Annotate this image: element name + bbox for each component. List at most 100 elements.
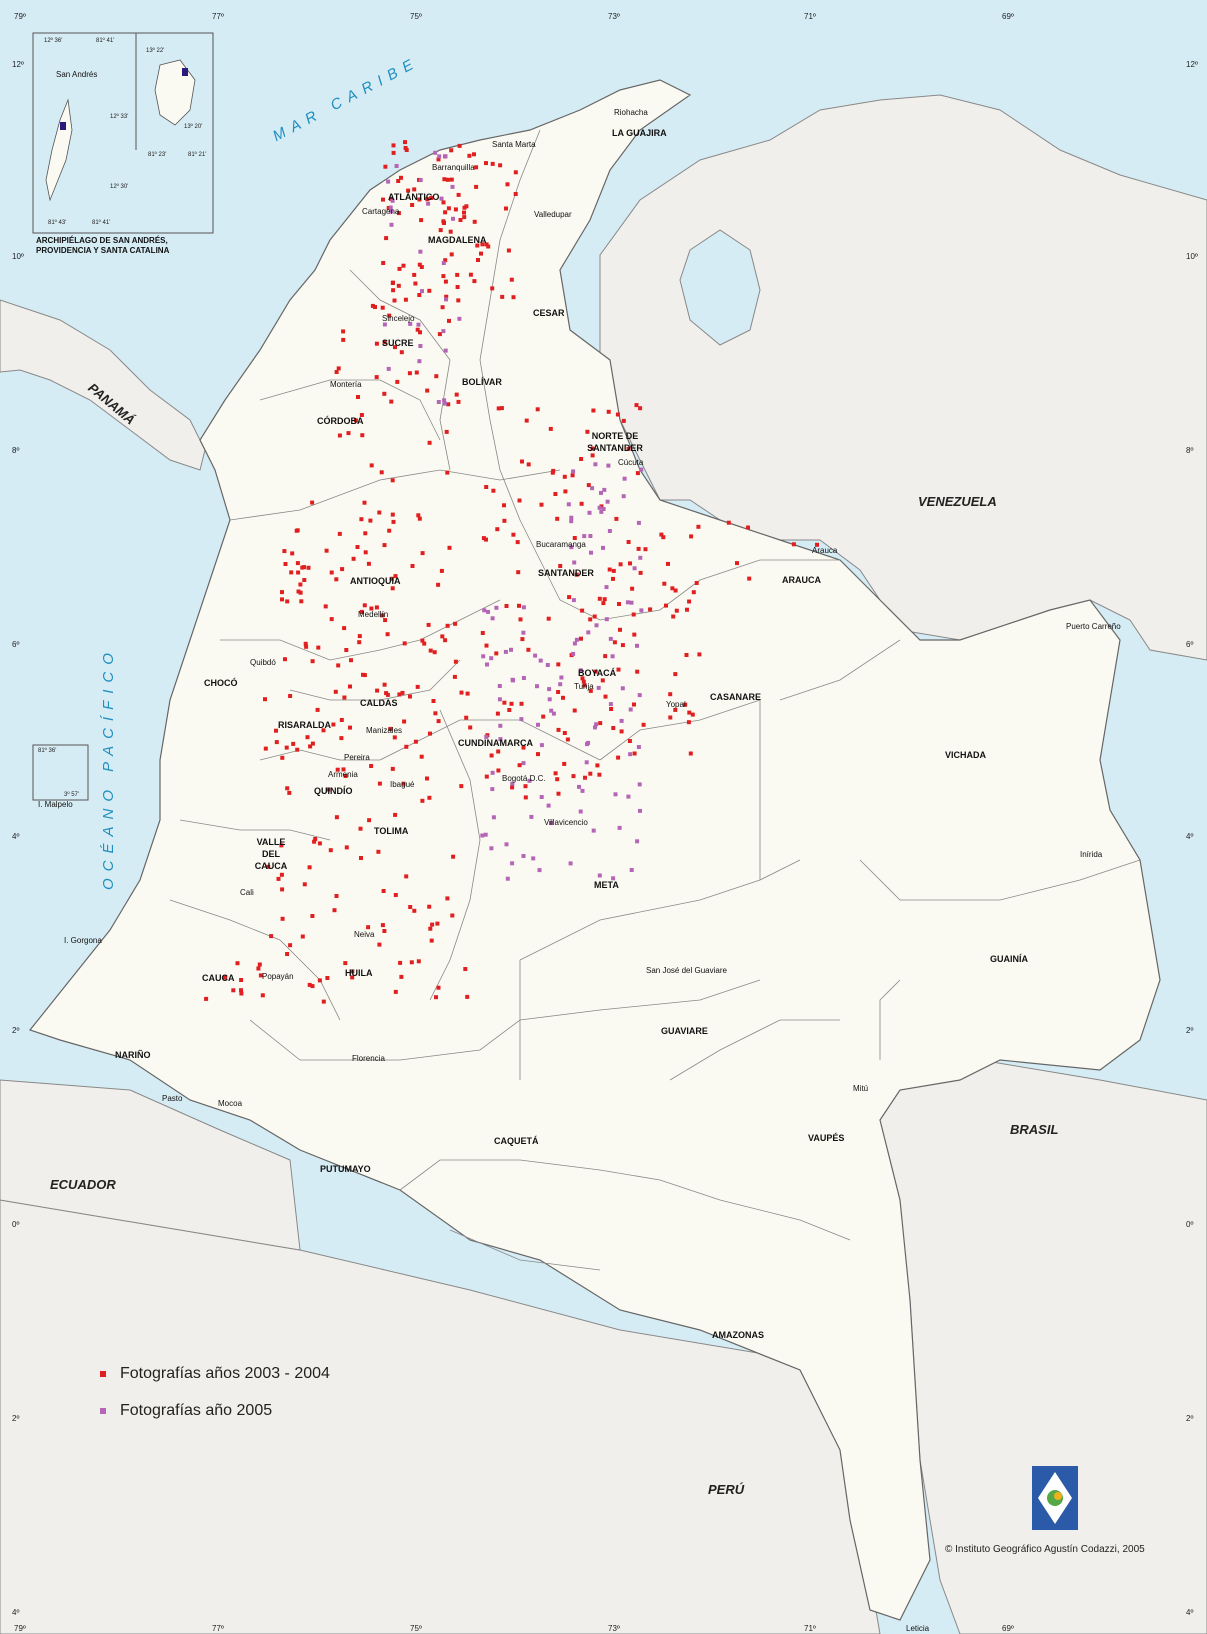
photo-dot-2003-2004 <box>444 294 449 299</box>
photo-dot-2005 <box>572 560 577 565</box>
photo-dot-2003-2004 <box>462 210 466 215</box>
photo-dot-2003-2004 <box>556 727 561 732</box>
country-brasil: BRASIL <box>1010 1122 1059 1137</box>
photo-dot-2005 <box>589 550 593 555</box>
photo-dot-2003-2004 <box>480 631 485 635</box>
photo-dot-2005 <box>572 641 577 646</box>
photo-dot-2003-2004 <box>612 640 617 645</box>
photo-dot-2003-2004 <box>412 272 417 277</box>
photo-dot-2003-2004 <box>239 978 244 982</box>
lat-tick: 12º <box>12 60 24 69</box>
inset-tick: 81º 23' <box>148 152 167 158</box>
city-label: Arauca <box>812 546 838 555</box>
photo-dot-2003-2004 <box>406 188 411 193</box>
photo-dot-2003-2004 <box>588 688 593 693</box>
providencia-island <box>154 59 196 126</box>
photo-dot-2003-2004 <box>302 578 307 582</box>
photo-dot-2005 <box>606 463 611 468</box>
photo-dot-2003-2004 <box>363 531 368 536</box>
photo-dot-2003-2004 <box>500 294 505 299</box>
photo-dot-2003-2004 <box>535 407 540 412</box>
photo-dot-2003-2004 <box>570 473 575 478</box>
photo-dot-2003-2004 <box>427 904 432 909</box>
photo-dot-2005 <box>450 184 455 189</box>
lat-tick: 12º <box>1186 60 1198 69</box>
photo-dot-2003-2004 <box>419 265 424 269</box>
photo-dot-2003-2004 <box>592 614 597 619</box>
photo-dot-2003-2004 <box>427 288 432 293</box>
photo-dot-2003-2004 <box>298 582 303 587</box>
photo-dot-2003-2004 <box>346 431 351 436</box>
lon-tick: 73º <box>608 1624 620 1633</box>
photo-dot-2003-2004 <box>388 726 393 731</box>
photo-dot-2003-2004 <box>366 561 371 566</box>
photo-dot-2003-2004 <box>425 776 429 781</box>
photo-dot-2005 <box>626 794 631 799</box>
photo-dot-2003-2004 <box>403 140 407 145</box>
lon-tick: 71º <box>804 1624 816 1633</box>
photo-dot-2003-2004 <box>579 501 584 506</box>
photo-dot-2003-2004 <box>454 392 459 397</box>
photo-dot-2003-2004 <box>296 570 301 575</box>
photo-dot-2005 <box>569 545 574 550</box>
photo-dot-2003-2004 <box>358 826 363 831</box>
photo-dot-2003-2004 <box>336 663 341 668</box>
city-label: Montería <box>330 380 362 389</box>
photo-dot-2003-2004 <box>310 500 315 505</box>
photo-dot-2003-2004 <box>324 548 329 553</box>
city-label: I. Gorgona <box>64 936 102 945</box>
photo-dot-2003-2004 <box>504 604 509 608</box>
photo-dot-2003-2004 <box>382 929 387 933</box>
photo-dot-2005 <box>590 486 595 491</box>
photo-dot-2003-2004 <box>495 711 500 716</box>
photo-dot-2003-2004 <box>598 721 603 726</box>
photo-dot-2003-2004 <box>339 736 344 741</box>
photo-dot-2003-2004 <box>310 984 315 989</box>
photo-dot-2003-2004 <box>410 564 415 568</box>
photo-dot-2005 <box>577 784 581 789</box>
photo-dot-2003-2004 <box>341 329 346 334</box>
photo-dot-2003-2004 <box>288 943 293 948</box>
photo-dot-2003-2004 <box>555 777 560 782</box>
photo-dot-2003-2004 <box>294 528 299 533</box>
photo-dot-2003-2004 <box>453 659 458 664</box>
legend-label: Fotografías años 2003 - 2004 <box>120 1365 330 1382</box>
inset-tick: 12º 36' <box>44 38 63 44</box>
photo-dot-2003-2004 <box>373 305 377 309</box>
photo-dot-2003-2004 <box>600 678 605 683</box>
photo-dot-2003-2004 <box>484 242 489 247</box>
lon-tick: 75º <box>410 1624 422 1633</box>
photo-dot-2003-2004 <box>419 218 424 223</box>
photo-dot-2003-2004 <box>410 203 415 207</box>
photo-dot-2003-2004 <box>344 648 349 652</box>
photo-dot-2005 <box>490 616 495 621</box>
photo-dot-2003-2004 <box>420 798 425 803</box>
photo-dot-2003-2004 <box>280 887 285 892</box>
photo-dot-2005 <box>538 658 543 663</box>
photo-dot-2003-2004 <box>367 818 372 823</box>
photo-dot-2005 <box>441 261 446 265</box>
photo-dot-2003-2004 <box>526 462 531 467</box>
photo-dot-2003-2004 <box>393 812 398 817</box>
photo-dot-2003-2004 <box>565 737 570 742</box>
photo-dot-2003-2004 <box>548 426 553 431</box>
photo-dot-2003-2004 <box>427 795 432 800</box>
photo-dot-2003-2004 <box>413 281 418 286</box>
photo-dot-2003-2004 <box>389 576 394 581</box>
photo-dot-2005 <box>486 609 490 614</box>
photo-dot-2003-2004 <box>310 659 315 664</box>
department-borders <box>169 129 1141 1271</box>
dept-label: SUCRE <box>382 338 414 348</box>
photo-dot-2003-2004 <box>391 519 396 524</box>
photo-dot-2003-2004 <box>671 614 676 619</box>
photo-dot-2003-2004 <box>280 916 285 921</box>
photo-dot-2003-2004 <box>382 391 387 396</box>
photo-dot-2003-2004 <box>694 581 699 585</box>
photo-dot-2003-2004 <box>601 601 606 606</box>
photo-dot-2003-2004 <box>521 745 526 750</box>
photo-dot-2003-2004 <box>399 974 404 979</box>
photo-dot-2003-2004 <box>468 272 473 277</box>
photo-dot-2005 <box>617 825 622 830</box>
photo-dot-2003-2004 <box>668 715 673 720</box>
photo-dot-2003-2004 <box>276 876 281 881</box>
